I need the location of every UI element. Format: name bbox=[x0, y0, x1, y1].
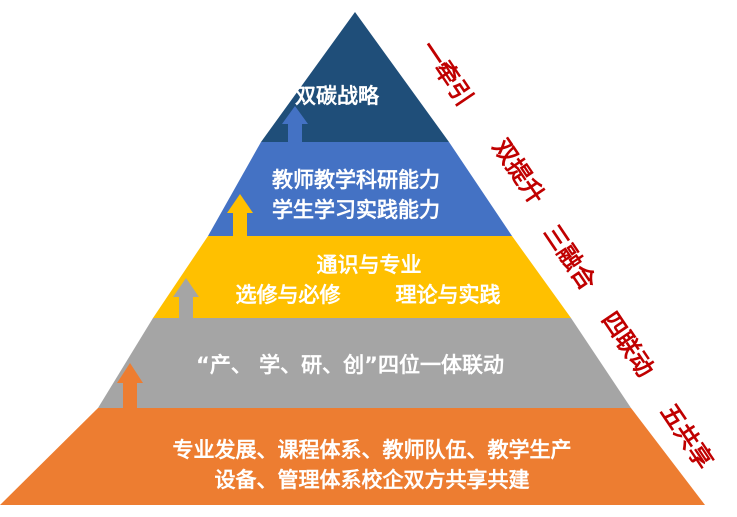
tier-1-text: 双碳战略 bbox=[295, 84, 380, 108]
arrow-to-tier-1 bbox=[282, 106, 308, 145]
tier-2-band bbox=[208, 142, 512, 236]
tier-4-text: “产、 学、研、创”四位一体联动 bbox=[196, 353, 504, 377]
side-label-2: 双提升 bbox=[487, 134, 550, 209]
tier-4-band bbox=[98, 318, 631, 408]
tier-3-band bbox=[153, 236, 571, 318]
arrow-to-tier-3 bbox=[173, 278, 199, 320]
tier-5-band bbox=[0, 408, 705, 505]
tier-3-text-line-3: 理论与实践 bbox=[396, 283, 501, 307]
tier-2-text-line-2: 学生学习实践能力 bbox=[272, 198, 440, 222]
side-label-3: 三融合 bbox=[538, 220, 602, 296]
tier-3-text-line-2: 选修与必修 bbox=[236, 283, 342, 307]
arrow-to-tier-4 bbox=[117, 363, 143, 410]
tier-2-text-line-1: 教师教学科研能力 bbox=[272, 168, 440, 192]
side-label-1: 一牵引 bbox=[415, 36, 478, 111]
tier-3-text-line-1: 通识与专业 bbox=[317, 253, 422, 277]
arrow-to-tier-2 bbox=[227, 194, 253, 238]
tier-5-text-line-2: 设备、管理体系校企双方共享共建 bbox=[215, 468, 530, 492]
tier-5-text-line-1: 专业发展、课程体系、教师队伍、教学生产 bbox=[173, 438, 572, 462]
tier-1-band bbox=[261, 12, 449, 142]
